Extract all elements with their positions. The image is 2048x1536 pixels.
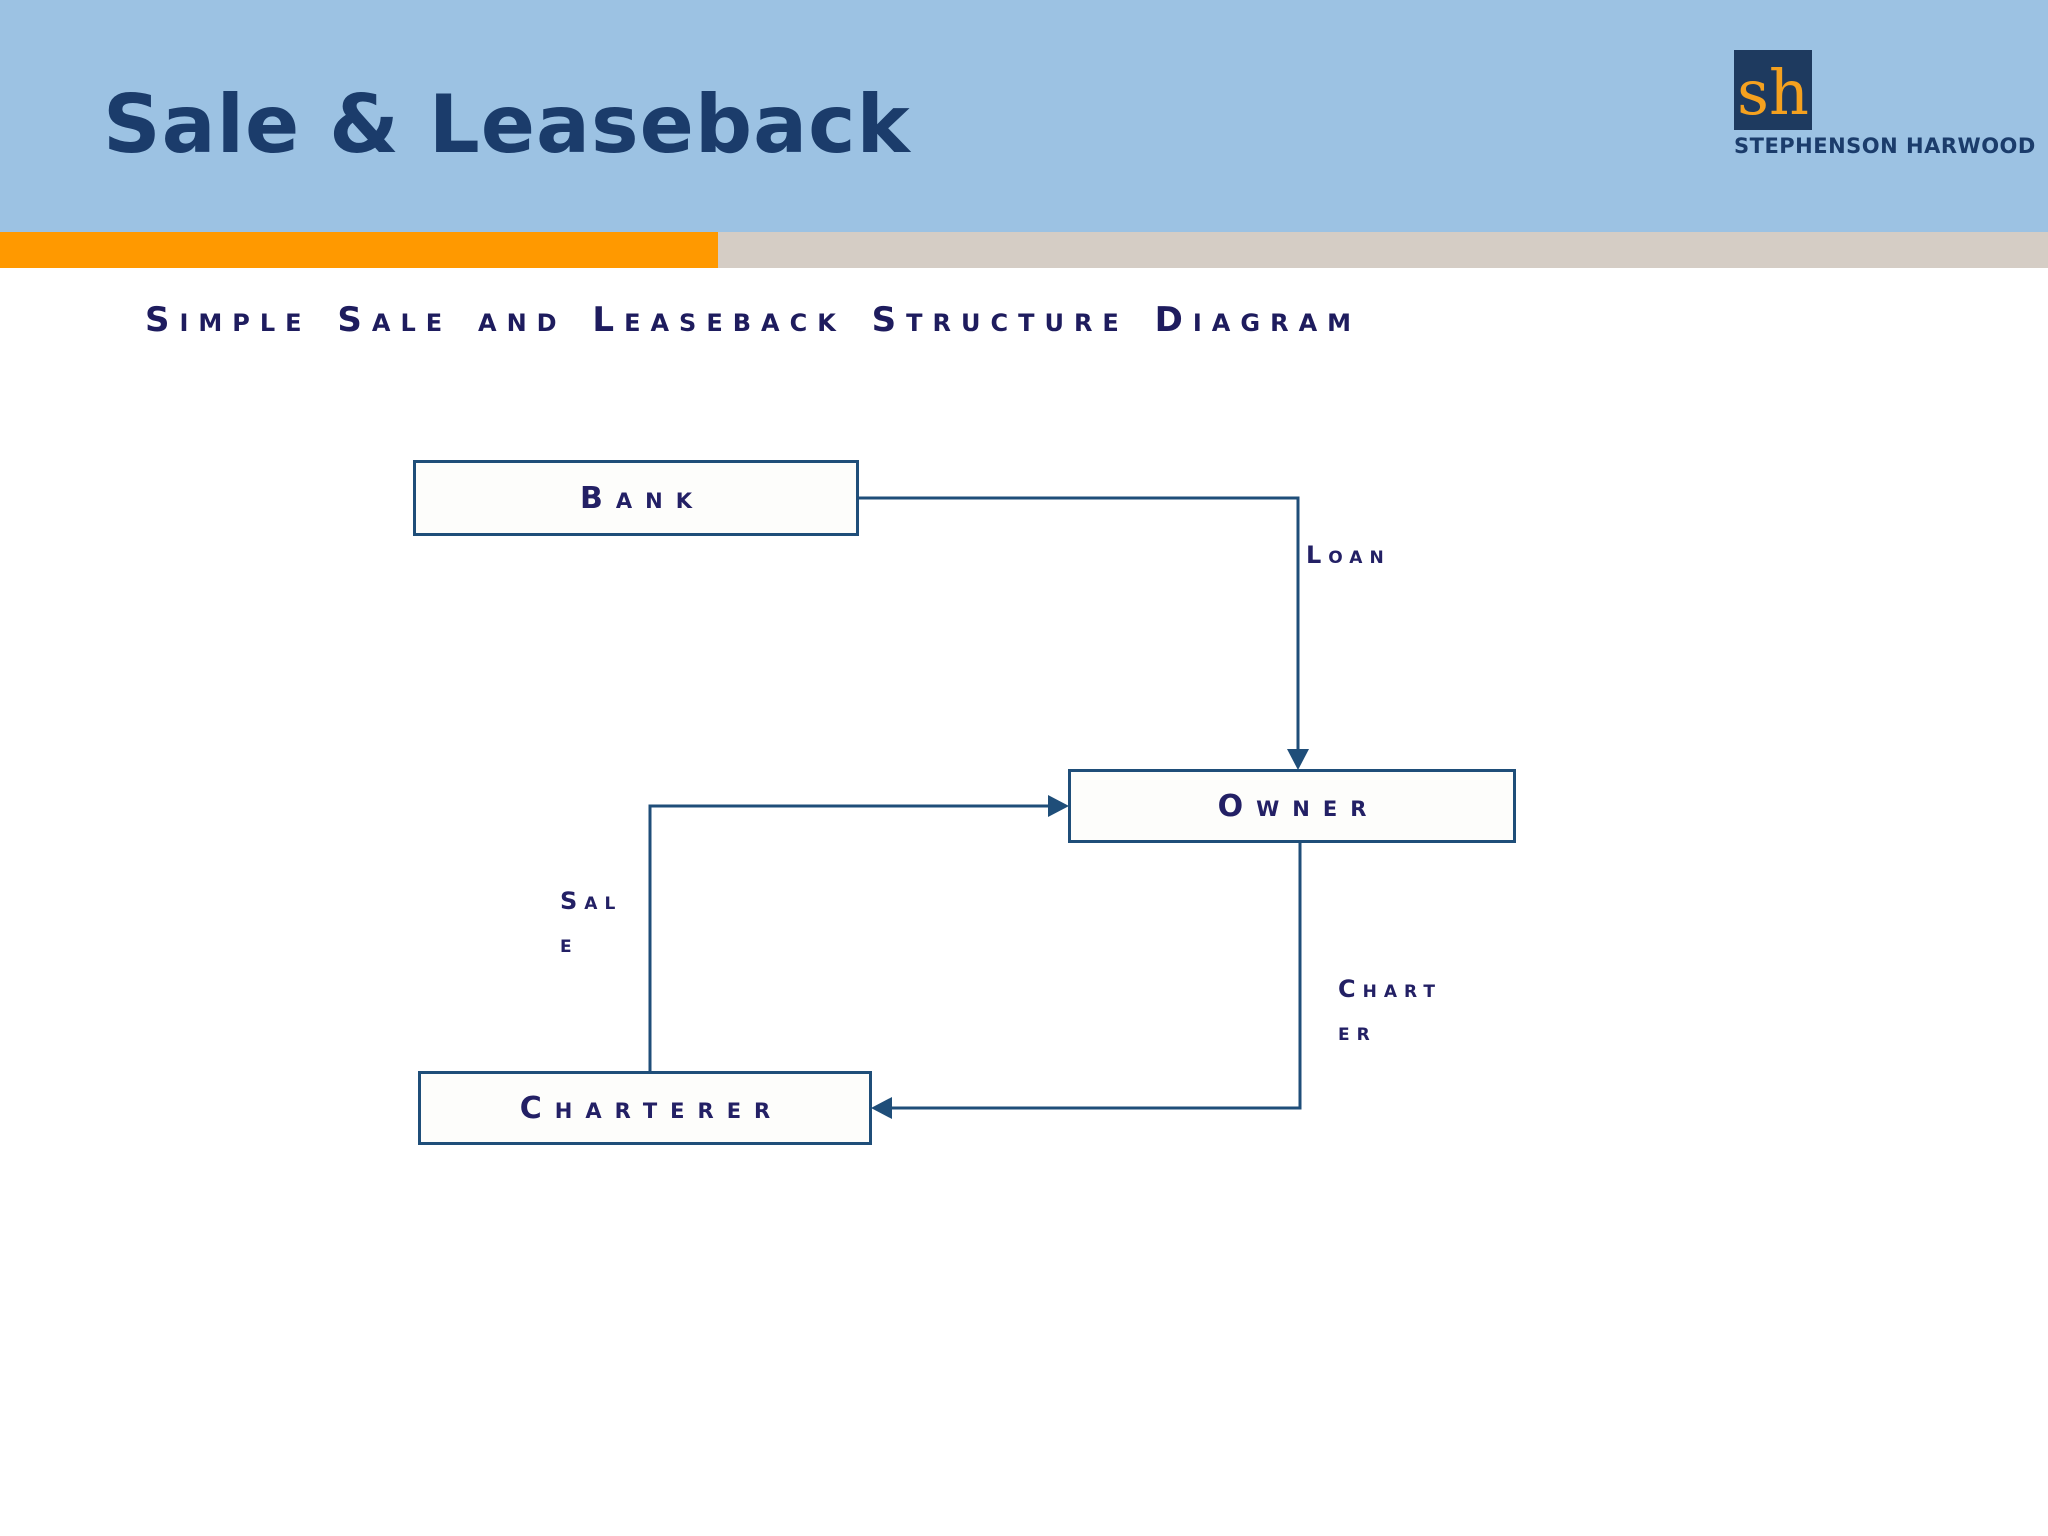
edge-label-charter: Chart er [1338, 968, 1442, 1054]
node-bank: Bank [413, 460, 859, 536]
logo-wordmark: STEPHENSON HARWOOD [1734, 134, 2036, 158]
edge-label-charter-line1: Chart [1338, 975, 1442, 1003]
edge-label-sale-line2: e [560, 930, 579, 958]
charter-arrowhead [871, 1097, 892, 1119]
edge-label-sale-line1: Sal [560, 887, 623, 915]
node-charterer: Charterer [418, 1071, 872, 1145]
accent-bar-gray [718, 232, 2048, 268]
node-owner: Owner [1068, 769, 1516, 843]
loan-connector [859, 496, 1300, 752]
accent-bar-orange [0, 232, 718, 268]
charter-connector [890, 843, 1302, 1110]
sale-arrowhead [1048, 795, 1069, 817]
diagram-heading: Simple Sale and Leaseback Structure Diag… [145, 300, 1362, 340]
loan-arrowhead [1287, 749, 1309, 770]
logo-monogram-square: sh [1734, 50, 1812, 130]
slide-title: Sale & Leaseback [103, 78, 911, 171]
edge-label-sale: Sal e [560, 880, 622, 966]
logo-monogram-text: sh [1737, 56, 1809, 129]
sale-connector [648, 804, 1050, 1071]
edge-label-loan-line1: Loan [1306, 541, 1391, 569]
edge-label-charter-line2: er [1338, 1018, 1377, 1046]
header-band: Sale & Leaseback sh STEPHENSON HARWOOD [0, 0, 2048, 232]
edge-label-loan: Loan [1306, 534, 1391, 577]
